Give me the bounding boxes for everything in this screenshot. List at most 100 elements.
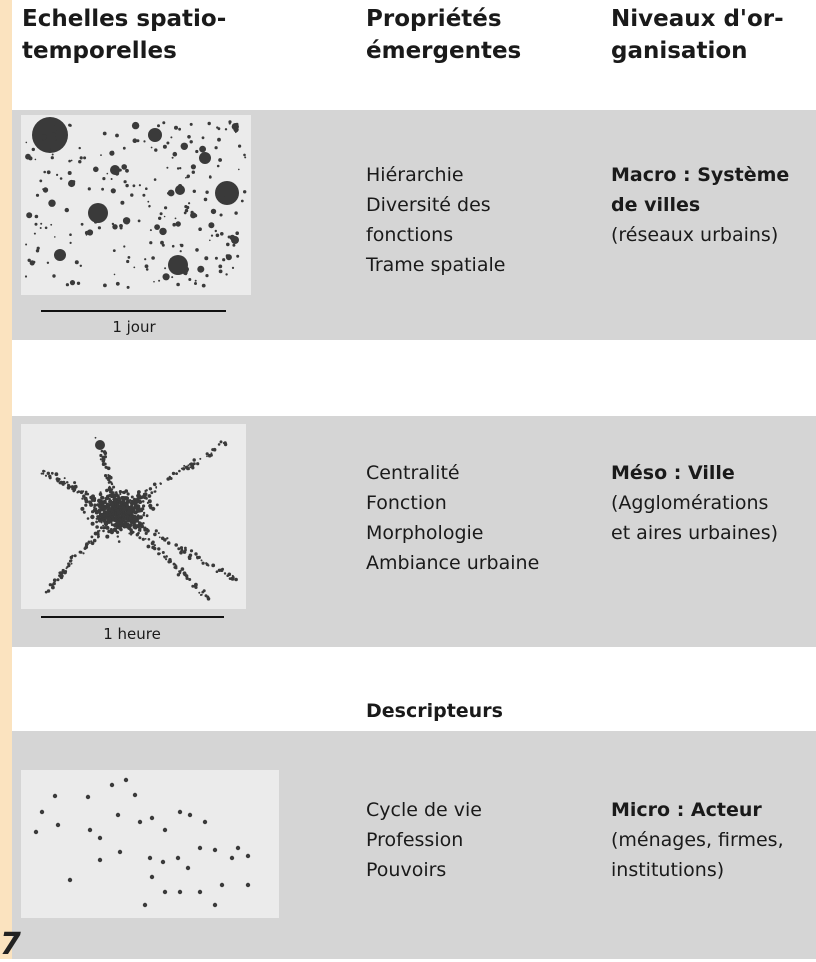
town-dot xyxy=(42,134,47,139)
town-dot xyxy=(132,184,136,188)
urban-dot xyxy=(182,550,187,554)
urban-dot xyxy=(119,492,122,496)
city-dot xyxy=(175,185,185,195)
town-dot xyxy=(25,141,28,144)
town-dot xyxy=(133,266,136,269)
urban-dot xyxy=(145,527,149,531)
town-dot xyxy=(46,261,50,264)
urban-dot xyxy=(227,572,232,577)
urban-dot xyxy=(150,491,154,495)
town-dot xyxy=(208,222,215,229)
urban-dot xyxy=(79,550,83,554)
town-dot xyxy=(126,259,130,264)
town-dot xyxy=(103,283,107,288)
urban-dot xyxy=(136,511,139,514)
scale-label-macro: 1 jour xyxy=(112,318,156,336)
urban-dot xyxy=(107,494,110,498)
town-dot xyxy=(224,182,227,185)
urban-dot xyxy=(198,591,201,594)
urban-dot xyxy=(73,554,77,558)
town-dot xyxy=(136,139,140,143)
urban-dot xyxy=(209,453,213,457)
actor-dot xyxy=(185,865,191,871)
town-dot xyxy=(50,125,58,133)
urban-dot xyxy=(80,490,83,493)
town-dot xyxy=(70,159,73,162)
town-dot xyxy=(41,119,44,122)
property-item: Trame spatiale xyxy=(366,254,506,276)
town-dot xyxy=(218,264,223,269)
urban-dot xyxy=(164,539,167,542)
urban-dot xyxy=(157,532,160,535)
urban-dot xyxy=(80,506,85,511)
property-item: fonctions xyxy=(366,224,454,246)
urban-dot xyxy=(137,506,140,509)
actor-dot xyxy=(85,794,91,800)
urban-dot xyxy=(157,552,161,556)
town-dot xyxy=(122,146,126,150)
urban-dot xyxy=(90,495,94,499)
urban-dot xyxy=(132,510,137,514)
urban-dot xyxy=(137,529,141,532)
town-dot xyxy=(39,227,42,229)
town-dot xyxy=(180,142,188,150)
town-dot xyxy=(127,256,131,259)
urban-dot xyxy=(118,518,122,522)
actor-dot xyxy=(177,809,183,815)
header-levels: Niveaux d'or- ganisation xyxy=(611,3,784,67)
urban-dot xyxy=(97,508,102,512)
town-dot xyxy=(61,131,66,135)
urban-dot xyxy=(180,567,185,571)
header-scales: Echelles spatio- temporelles xyxy=(22,3,226,67)
property-item: Cycle de vie xyxy=(366,799,482,821)
urban-dot xyxy=(67,562,70,566)
actor-dot xyxy=(147,855,153,861)
town-dot xyxy=(34,214,39,219)
urban-dot xyxy=(114,499,118,502)
town-dot xyxy=(224,128,228,131)
town-dot xyxy=(243,190,247,194)
urban-dot xyxy=(94,510,99,515)
town-dot xyxy=(225,254,230,258)
urban-dot xyxy=(128,505,131,508)
urban-dot xyxy=(147,538,151,541)
urban-dot xyxy=(144,531,148,536)
town-dot xyxy=(236,254,240,258)
header-properties-line1: Propriétés xyxy=(366,6,502,32)
urban-dot xyxy=(128,532,131,535)
town-dot xyxy=(189,140,193,144)
town-dot xyxy=(160,240,164,245)
actor-dot xyxy=(212,847,218,853)
urban-dot xyxy=(131,521,135,525)
urban-dot xyxy=(138,536,142,540)
urban-dot xyxy=(107,474,110,476)
urban-dot xyxy=(192,458,196,462)
actor-dot xyxy=(187,812,193,818)
town-dot xyxy=(191,170,195,174)
urban-dot xyxy=(112,485,116,489)
town-dot xyxy=(120,200,125,205)
urban-dot xyxy=(118,490,122,494)
town-dot xyxy=(44,226,48,230)
urban-dot xyxy=(122,490,126,495)
town-dot xyxy=(163,215,166,218)
actor-dot xyxy=(115,812,121,818)
header-scales-line1: Echelles spatio- xyxy=(22,6,227,32)
urban-dot xyxy=(51,585,55,590)
urban-dot xyxy=(56,578,60,582)
urban-dot xyxy=(97,536,99,539)
properties-meso: Centralité Fonction Morphologie Ambiance… xyxy=(366,458,539,578)
urban-dot xyxy=(228,577,232,580)
urban-dot xyxy=(61,482,65,486)
urban-dot xyxy=(122,509,125,512)
town-dot xyxy=(123,180,127,184)
urban-dot xyxy=(153,544,156,547)
urban-dot xyxy=(130,512,134,516)
urban-dot xyxy=(115,515,118,518)
town-dot xyxy=(69,233,72,236)
town-dot xyxy=(149,229,152,232)
urban-dot xyxy=(103,519,106,523)
urban-dot xyxy=(70,562,73,565)
urban-dot xyxy=(132,517,136,521)
urban-dot xyxy=(184,465,189,469)
